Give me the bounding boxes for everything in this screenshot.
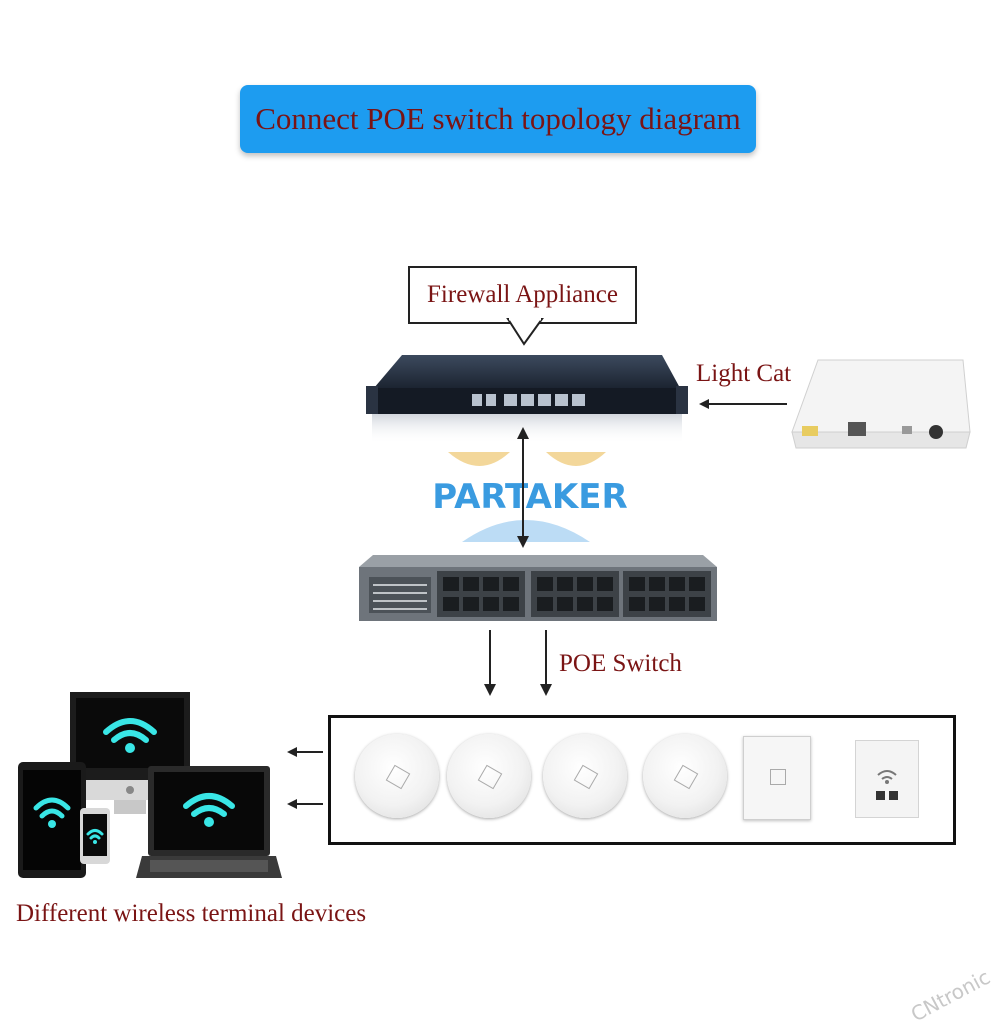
poe-switch-label: POE Switch [559, 650, 682, 677]
partaker-watermark: PARTAKER [432, 452, 628, 542]
ap-logo-icon [385, 764, 411, 790]
callout-pointer [506, 318, 544, 346]
light-cat-device [791, 359, 971, 449]
wifi-icon [183, 793, 235, 817]
ap-logo-icon [477, 764, 503, 790]
ceiling-ap-1 [355, 734, 439, 818]
terminals-label: Different wireless terminal devices [16, 900, 367, 927]
light-cat-label: Light Cat [696, 360, 792, 387]
ap-logo-icon [673, 764, 699, 790]
ceiling-ap-2 [447, 734, 531, 818]
wifi-icon [86, 829, 104, 840]
panel-ap-wifi-icon [876, 770, 898, 800]
downlink-arrows-icon [484, 630, 552, 696]
arrow-icon [699, 399, 787, 409]
ap-logo-icon [573, 764, 599, 790]
ceiling-ap-4 [643, 734, 727, 818]
uplink-arrow-icon [517, 427, 529, 548]
wall-ap [743, 736, 811, 820]
tablet [18, 762, 86, 878]
firewall-callout: Firewall Appliance [408, 266, 637, 324]
poe-switch-device [359, 555, 717, 621]
diagram-title: Connect POE switch topology diagram [255, 101, 741, 136]
partaker-text: PARTAKER [432, 477, 627, 517]
ceiling-ap-3 [543, 734, 627, 818]
panel-ap [855, 740, 919, 818]
laptop [136, 766, 282, 878]
terminal-devices [18, 692, 282, 878]
firewall-appliance [366, 355, 688, 444]
cntronic-watermark: CNtronic [906, 964, 994, 1026]
wifi-icon [33, 797, 71, 819]
title-banner: Connect POE switch topology diagram [240, 85, 756, 153]
wifi-icon [103, 718, 157, 743]
apple-logo-icon [126, 786, 134, 794]
access-points-group [328, 715, 956, 845]
desktop-monitor [70, 692, 190, 814]
firewall-label: Firewall Appliance [427, 281, 618, 308]
terminal-arrows-icon [287, 747, 323, 809]
smartphone [80, 808, 110, 864]
ap-logo-icon [770, 769, 786, 785]
